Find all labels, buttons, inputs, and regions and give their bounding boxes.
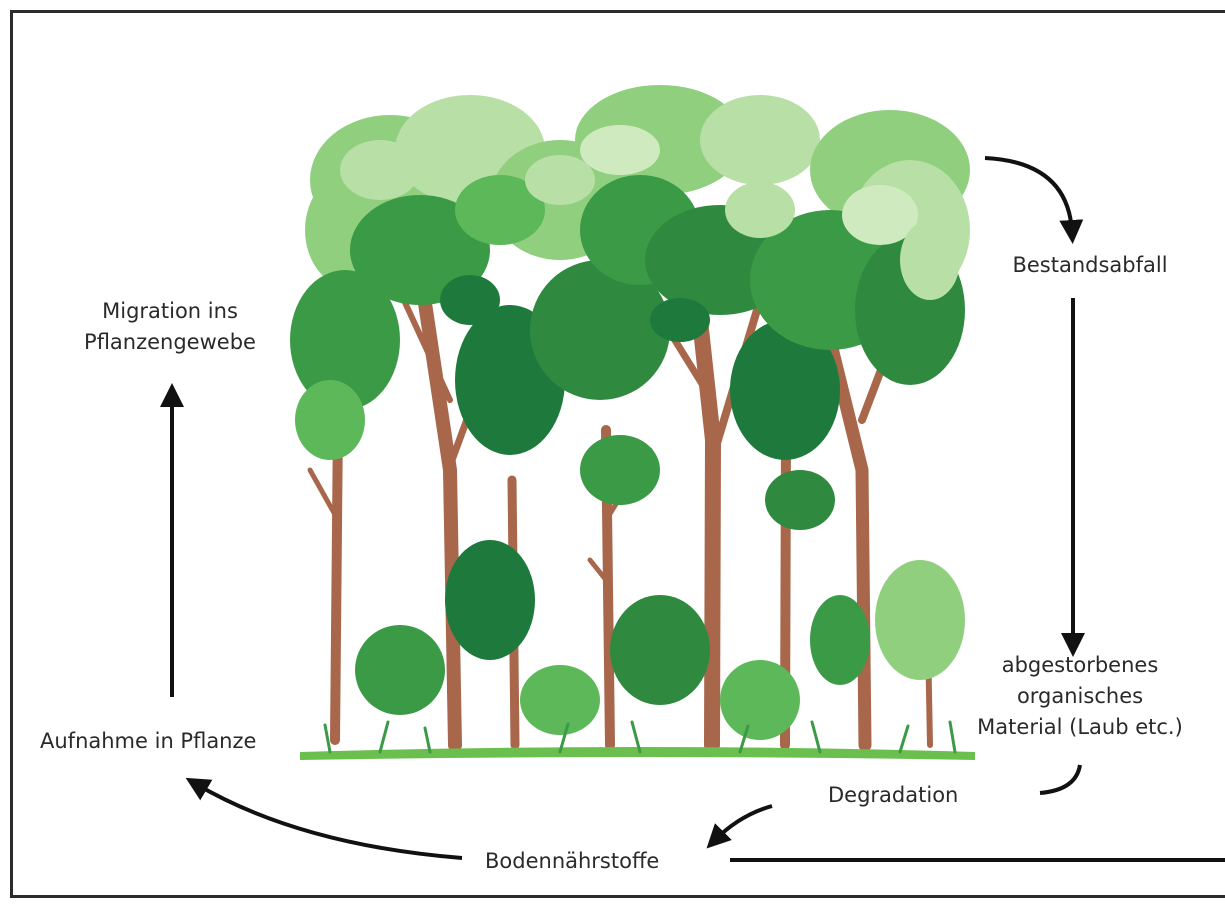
label-dead-matter-line2: organisches <box>945 681 1215 712</box>
arrow-degradation-to-soil <box>715 806 772 840</box>
label-bestandsabfall: Bestandsabfall <box>990 250 1190 281</box>
arrow-soil-to-uptake <box>196 784 462 858</box>
label-degradation: Degradation <box>828 780 958 811</box>
label-bodennaehrstoffe: Bodennährstoffe <box>485 846 659 877</box>
label-dead-organic-matter: abgestorbenes organisches Material (Laub… <box>945 650 1215 743</box>
label-migration: Migration ins Pflanzengewebe <box>35 296 305 358</box>
label-dead-matter-line1: abgestorbenes <box>945 650 1215 681</box>
forest-illustration <box>290 85 975 760</box>
arrow-canopy-to-litterfall <box>985 158 1072 232</box>
label-aufnahme: Aufnahme in Pflanze <box>40 726 256 757</box>
label-migration-line2: Pflanzengewebe <box>35 327 305 358</box>
label-migration-line1: Migration ins <box>35 296 305 327</box>
arrow-dead-matter-to-degradation <box>1040 765 1080 793</box>
label-dead-matter-line3: Material (Laub etc.) <box>945 712 1215 743</box>
ground-line <box>300 747 975 760</box>
